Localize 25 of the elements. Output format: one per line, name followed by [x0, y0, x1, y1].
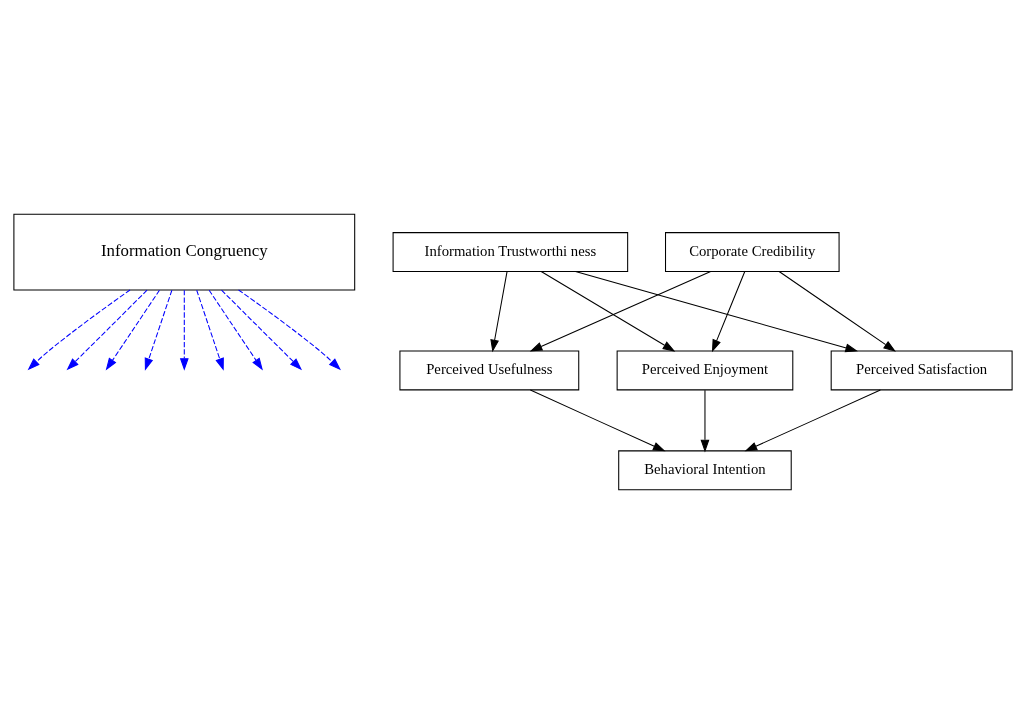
- node-box: Corporate Credibility: [665, 232, 840, 273]
- node-box: Perceived Satisfaction: [830, 350, 1013, 391]
- node-box: Behavioral Intention: [618, 450, 792, 491]
- arrow: [221, 289, 303, 371]
- node-box: Information Congruency: [13, 213, 356, 291]
- arrow: [490, 271, 508, 353]
- node-box: Perceived Usefulness: [399, 350, 580, 391]
- arrow: [540, 271, 676, 352]
- arrow: [144, 289, 173, 371]
- arrow: [179, 289, 189, 371]
- arrow: [208, 289, 263, 371]
- arrow: [529, 271, 712, 352]
- arrow: [744, 389, 881, 452]
- arrow: [778, 271, 896, 352]
- arrow: [575, 271, 858, 353]
- arrow: [700, 389, 710, 453]
- arrow: [105, 289, 160, 371]
- arrow: [711, 271, 746, 353]
- arrow: [238, 289, 341, 371]
- arrow: [529, 389, 666, 452]
- arrow: [66, 289, 148, 371]
- node-box: Perceived Enjoyment: [616, 350, 794, 391]
- node-box: Information Trustworthi ness: [392, 232, 629, 273]
- arrow: [27, 289, 131, 371]
- arrow: [196, 289, 224, 371]
